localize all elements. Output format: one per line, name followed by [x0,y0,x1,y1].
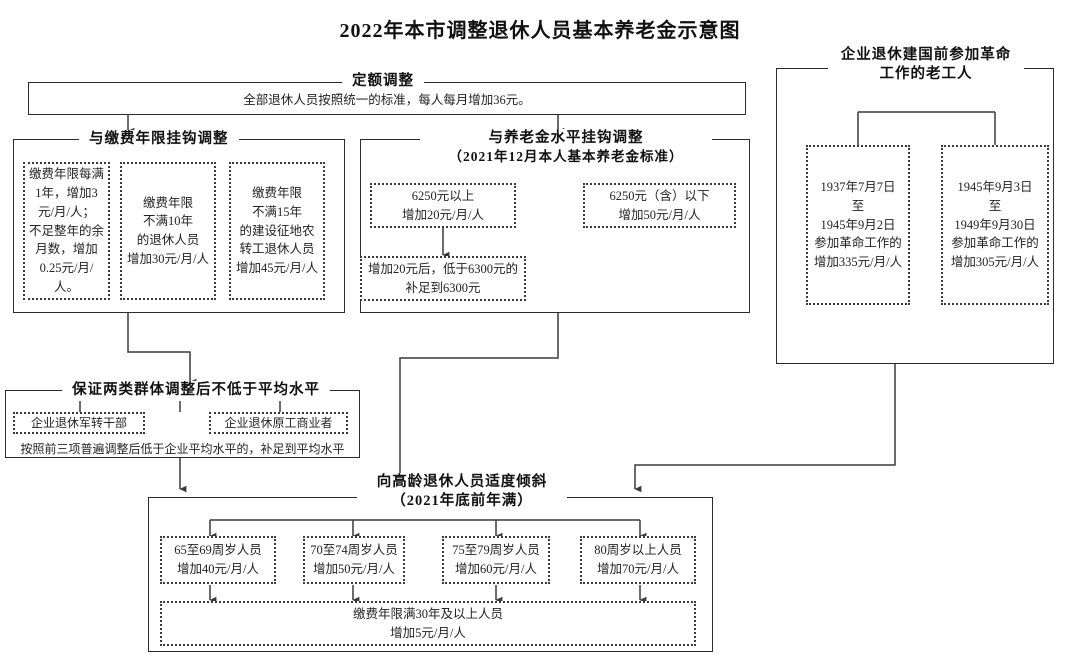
fixed-adjustment-body: 全部退休人员按照统一的标准，每人每月增加36元。 [243,93,531,107]
elderly-box-70-74: 70至74周岁人员增加50元/月/人 [303,536,405,584]
elderly-box-75-79-text: 75至79周岁人员增加60元/月/人 [452,543,540,576]
years-box-2-text: 缴费年限不满10年的退休人员增加30元/月/人 [127,195,209,266]
legend-fixed-adjustment: 定额调整 [342,72,424,92]
legend-pension-level-line1: 与养老金水平挂钩调整 [488,130,644,146]
elderly-box-70-74-text: 70至74周岁人员增加50元/月/人 [310,543,398,576]
elderly-box-30-years: 缴费年限满30年及以上人员增加5元/月/人 [160,601,696,646]
years-box-1-text: 缴费年限每满1年，增加3元/月/人；不足整年的余月数，增加0.25元/月/人。 [28,167,104,294]
elderly-box-65-69: 65至69周岁人员增加40元/月/人 [160,536,276,584]
two-groups-box-business-text: 企业退休原工商业者 [224,416,333,430]
years-box-2: 缴费年限不满10年的退休人员增加30元/月/人 [120,162,216,300]
elderly-box-65-69-text: 65至69周岁人员增加40元/月/人 [174,543,262,576]
legend-two-groups: 保证两类群体调整后不低于平均水平 [62,381,330,401]
pension-box-topup-6300-text: 增加20元后，低于6300元的补足到6300元 [367,261,518,295]
legend-veteran-workers: 企业退休建国前参加革命 工作的老工人 [828,46,1024,84]
years-box-3: 缴费年限不满15年的建设征地农转工退休人员增加45元/月/人 [229,162,325,300]
two-groups-box-business: 企业退休原工商业者 [209,412,348,434]
years-box-3-text: 缴费年限不满15年的建设征地农转工退休人员增加45元/月/人 [236,186,318,276]
legend-pension-level-line2: （2021年12月本人基本养老金标准） [430,147,702,166]
legend-elderly-line1: 向高龄退休人员适度倾斜 [376,474,548,490]
legend-elderly: 向高龄退休人员适度倾斜 （2021年底前年满） [357,473,567,511]
years-box-1: 缴费年限每满1年，增加3元/月/人；不足整年的余月数，增加0.25元/月/人。 [23,162,110,300]
legend-veteran-workers-line1: 企业退休建国前参加革命 [840,47,1012,63]
elderly-box-30-years-text: 缴费年限满30年及以上人员增加5元/月/人 [352,606,503,640]
page-title: 2022年本市调整退休人员基本养老金示意图 [339,20,741,42]
legend-pension-level: 与养老金水平挂钩调整 （2021年12月本人基本养老金标准） [420,129,712,166]
pension-box-topup-6300: 增加20元后，低于6300元的补足到6300元 [360,256,526,301]
legend-elderly-line2: （2021年底前年满） [367,491,557,511]
two-groups-note: 按照前三项普遍调整后低于企业平均水平的，补足到平均水平 [20,442,345,456]
pension-box-above-6250: 6250元以上增加20元/月/人 [370,183,516,228]
two-groups-box-military-text: 企业退休军转干部 [30,416,127,430]
pension-box-below-6250-text: 6250元（含）以下增加50元/月/人 [609,188,710,222]
pension-box-below-6250: 6250元（含）以下增加50元/月/人 [583,183,736,228]
two-groups-box-military: 企业退休军转干部 [13,412,145,434]
legend-veteran-workers-line2: 工作的老工人 [838,64,1014,84]
elderly-box-80-plus-text: 80周岁以上人员增加70元/月/人 [594,543,682,576]
pension-box-above-6250-text: 6250元以上增加20元/月/人 [402,188,484,222]
legend-contribution-years: 与缴费年限挂钩调整 [79,130,239,150]
elderly-box-80-plus: 80周岁以上人员增加70元/月/人 [580,536,696,584]
elderly-box-75-79: 75至79周岁人员增加60元/月/人 [442,536,550,584]
